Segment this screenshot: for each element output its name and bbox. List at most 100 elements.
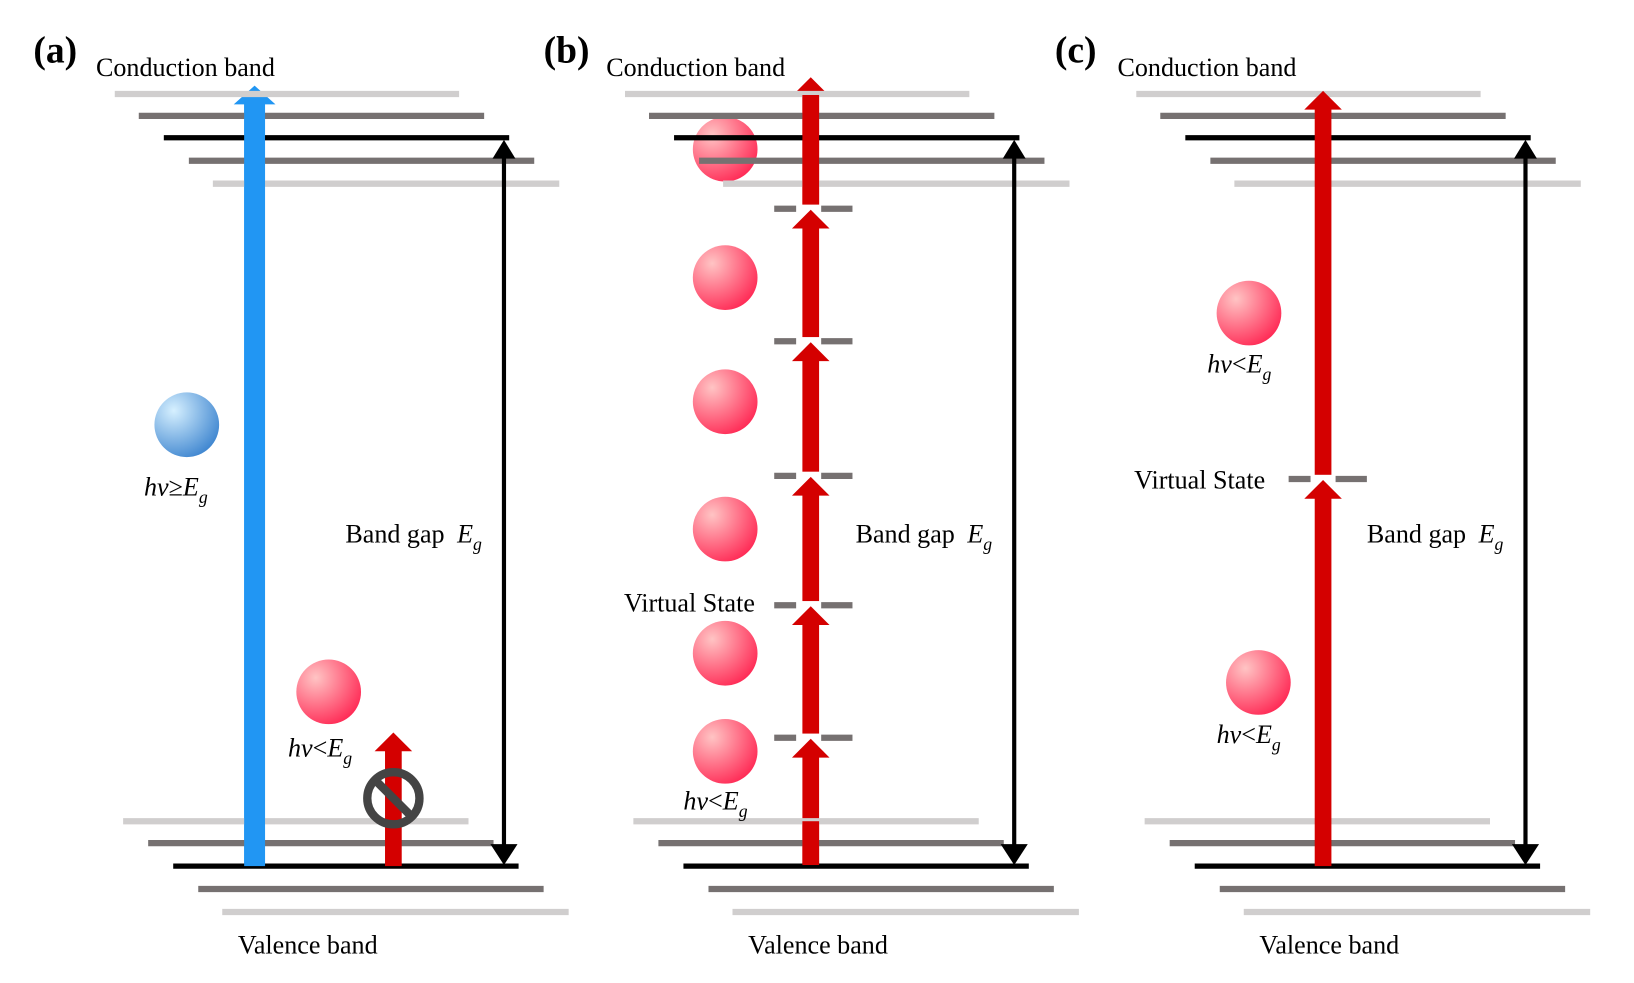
photon-energy-label: hv≥Eg [144,473,208,507]
red-photon-ball [692,718,758,784]
prohibit-circle [363,768,424,829]
arrow-shaft [802,494,820,602]
gap-symbol: E [1246,350,1263,379]
red-photon-ball [692,116,758,182]
band-gap-subscript: g [473,534,482,554]
arrow-shaft [802,227,820,338]
band-gap-label: Band gap Eg [1367,520,1504,554]
gap-subscript: g [1272,734,1281,754]
relation: < [313,734,328,763]
virtual-state-label: Virtual State [624,588,755,617]
arrow-shaft [1314,497,1332,867]
gap-symbol: E [722,787,739,816]
photon-energy-label: hv<Eg [288,734,352,768]
red-photon-ball [692,245,758,310]
arrow-head [374,732,413,752]
valence-band-label: Valence band [238,931,378,960]
arrow-head-up [1514,139,1537,159]
arrow-head-down [490,844,518,866]
relation: < [1241,720,1256,749]
gap-subscript: g [739,801,748,821]
conduction-band-label: Conduction band [606,53,785,82]
red-photon-ball [1216,280,1282,346]
arrow-head [791,209,830,229]
valence-band-label: Valence band [1259,931,1399,960]
conduction-band-levels [625,90,1070,187]
arrow-head [791,606,830,626]
gap-subscript: g [199,487,208,507]
arrow-head [1304,90,1342,110]
relation: ≥ [169,473,183,502]
photon-energy: hv [288,734,313,763]
red-photon-arrow-shaft [802,94,820,205]
arrow-head-up [1002,139,1026,159]
gap-symbol: E [326,734,343,763]
valence-band-levels [123,818,569,916]
gap-subscript: g [1263,364,1272,384]
red-photon-ball [296,659,362,725]
conduction-band-label: Conduction band [96,53,275,82]
prohibit-icon [363,768,424,829]
arrow-head [791,738,830,758]
arrow-shaft [385,750,402,867]
conduction-band-levels [114,90,560,187]
photon-energy: hv [1207,350,1232,379]
band-gap-symbol: E [456,520,473,549]
red-photon-arrow-shaft [802,821,820,866]
gap-symbol: E [1255,720,1272,749]
band-gap-subscript: g [983,534,992,554]
band-gap-double-arrow [1511,139,1540,866]
band-gap-text: Band gap [345,520,444,549]
red-photon-arrow [791,476,830,602]
valence-band-levels [1144,818,1591,916]
photon-energy-label: hv<Eg [1217,720,1281,754]
arrow-shaft [1314,108,1332,475]
arrow-head [791,342,830,362]
valence-band-label: Valence band [748,931,888,960]
photon-energy: hv [683,787,708,816]
arrow-head-down [1511,844,1540,866]
red-photon-ball [692,369,758,435]
band-gap-symbol: E [966,520,983,549]
arrow-shaft [802,624,820,734]
red-photon-arrow [791,209,830,338]
panel-label: (b) [544,31,590,72]
red-photon-arrow [1304,90,1342,475]
band-gap-subscript: g [1495,534,1504,554]
gap-subscript: g [343,748,352,768]
band-gap-symbol: E [1478,520,1495,549]
photon-energy-label: hv<Eg [1207,350,1271,384]
relation: < [708,787,723,816]
arrow-head-up [492,139,516,159]
red-photon-arrow [791,342,830,472]
blue-photon-arrow-shaft [244,99,266,867]
red-photon-ball [692,496,758,562]
conduction-band-levels [1136,90,1581,187]
photon-energy-label: hv<Eg [683,787,747,821]
photon-energy: hv [1217,720,1242,749]
band-gap-text: Band gap [1367,520,1466,549]
relation: < [1232,350,1247,379]
panel-label: (a) [33,31,77,72]
virtual-state-label: Virtual State [1134,465,1265,494]
red-photon-ball [1226,650,1291,715]
gap-symbol: E [182,473,199,502]
red-photon-arrow [1304,480,1342,867]
arrow-shaft [802,360,820,472]
red-photon-ball [692,620,758,686]
conduction-band-label: Conduction band [1118,53,1297,82]
prohibit-slash [372,777,415,819]
arrow-head [1304,480,1342,499]
band-gap-label: Band gap Eg [345,520,482,554]
panel-label: (c) [1055,31,1097,72]
blue-photon-ball [154,392,220,458]
red-photon-arrow [791,606,830,734]
arrow-head [791,476,830,496]
red-photon-arrow [374,732,413,867]
valence-band-levels [633,818,1079,916]
